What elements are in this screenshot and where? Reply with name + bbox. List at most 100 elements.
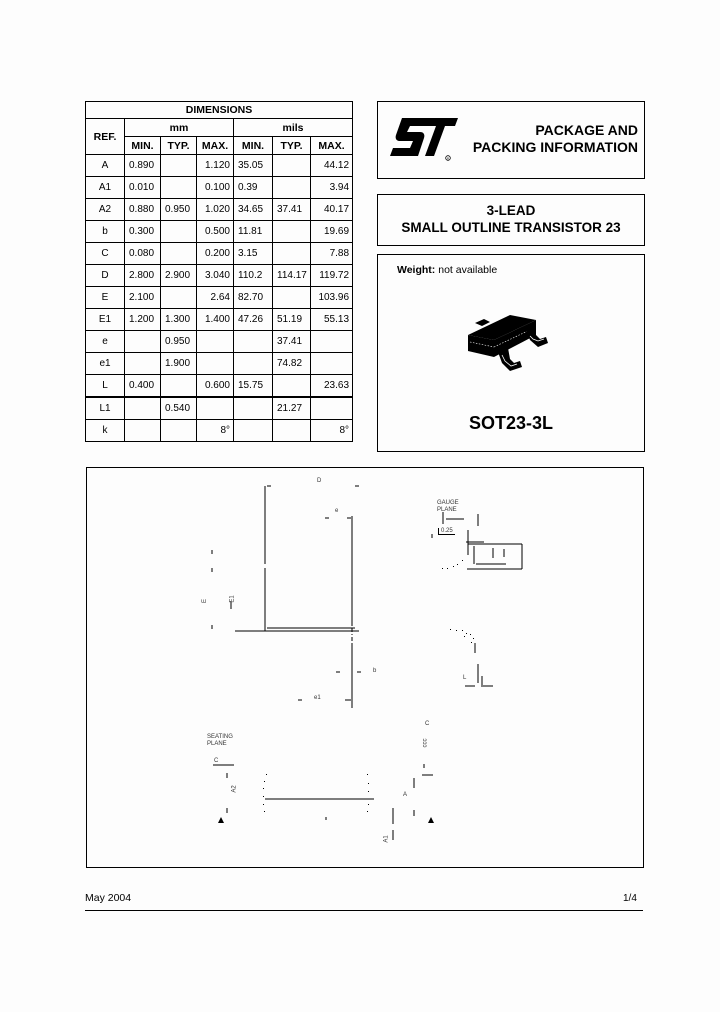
- value-cell-mm-max: 1.120: [196, 154, 234, 177]
- value-cell-mm-min: 0.010: [124, 176, 161, 199]
- value-cell-mm-typ: 1.300: [160, 308, 197, 331]
- page-number: 1/4: [623, 893, 637, 904]
- value-cell-mm-min: 0.890: [124, 154, 161, 177]
- package-subtitle: 3-LEAD SMALL OUTLINE TRANSISTOR 23: [378, 202, 644, 236]
- ref-cell: k: [85, 419, 125, 442]
- ref-cell: E1: [85, 308, 125, 331]
- value-cell-mm-typ: [160, 419, 197, 442]
- label-ccc: ccc: [422, 738, 429, 748]
- value-cell-mils-max: 7.88: [309, 242, 354, 265]
- value-cell-mils-max: 3.94: [309, 176, 354, 199]
- value-cell-mils-max: 44.12: [309, 154, 354, 177]
- label-C: C: [214, 758, 219, 764]
- subtitle-box: 3-LEAD SMALL OUTLINE TRANSISTOR 23: [377, 194, 645, 246]
- value-cell-mm-typ: [160, 242, 197, 265]
- ref-cell: L1: [85, 396, 125, 420]
- seating-plane-line-2: PLANE: [207, 741, 227, 747]
- value-cell-mils-max: 55.13: [309, 308, 354, 331]
- label-e1: e1: [314, 695, 321, 701]
- value-cell-mils-typ: 74.82: [272, 352, 311, 375]
- value-cell-mm-max: [196, 330, 234, 353]
- value-cell-mm-max: [196, 352, 234, 375]
- mechanical-drawing: D e E E1 b e1 GAUGE PLANE 0.25 L SEATING…: [86, 467, 644, 868]
- weight-info: Weight: not available: [397, 264, 497, 276]
- weight-label: Weight:: [397, 264, 436, 276]
- value-cell-mm-max: [196, 396, 234, 420]
- value-cell-mm-typ: 1.900: [160, 352, 197, 375]
- label-E: E: [202, 598, 209, 604]
- label-seating-plane: SEATING PLANE: [207, 734, 233, 748]
- value-cell-mils-typ: [272, 154, 311, 177]
- value-cell-mils-min: [233, 396, 273, 420]
- value-cell-mils-min: 82.70: [233, 286, 273, 309]
- value-cell-mm-max: 0.200: [196, 242, 234, 265]
- value-cell-mils-max: 23.63: [309, 374, 354, 398]
- col-header-mils-max: MAX.: [309, 136, 354, 155]
- ref-cell: A2: [85, 198, 125, 221]
- ref-cell: b: [85, 220, 125, 243]
- value-cell-mm-max: 1.400: [196, 308, 234, 331]
- outline-drawing-icon: [211, 485, 523, 840]
- document-title: PACKAGE AND PACKING INFORMATION: [473, 122, 638, 156]
- subtitle-line-1: 3-LEAD: [486, 203, 536, 218]
- value-cell-mils-typ: 21.27: [272, 396, 311, 420]
- value-cell-mm-max: 2.64: [196, 286, 234, 309]
- footer-date: May 2004: [85, 892, 132, 904]
- title-box: R PACKAGE AND PACKING INFORMATION: [377, 101, 645, 179]
- ref-cell: C: [85, 242, 125, 265]
- title-line-2: PACKING INFORMATION: [472, 139, 638, 155]
- value-cell-mm-min: [124, 419, 161, 442]
- value-cell-mm-max: 0.100: [196, 176, 234, 199]
- value-cell-mm-max: 3.040: [196, 264, 234, 287]
- label-E1: E1: [229, 595, 236, 603]
- value-cell-mils-typ: 37.41: [272, 330, 311, 353]
- value-cell-mils-min: 11.81: [233, 220, 273, 243]
- value-cell-mm-typ: [160, 176, 197, 199]
- sot23-package-icon: [464, 303, 554, 383]
- value-cell-mils-typ: [272, 242, 311, 265]
- value-cell-mils-typ: [272, 220, 311, 243]
- seating-plane-line-1: SEATING: [207, 734, 233, 740]
- value-cell-mm-min: 1.200: [124, 308, 161, 331]
- label-A: A: [403, 792, 408, 798]
- value-cell-mm-typ: [160, 220, 197, 243]
- col-header-mm-max: MAX.: [196, 136, 234, 155]
- value-cell-mils-min: [233, 330, 273, 353]
- dimensions-table: DIMENSIONS REF. mm mils MIN. TYP. MAX. M…: [84, 101, 354, 442]
- value-cell-mm-min: 0.080: [124, 242, 161, 265]
- label-b: b: [373, 668, 377, 674]
- value-cell-mils-min: 3.15: [233, 242, 273, 265]
- value-cell-mils-min: 47.26: [233, 308, 273, 331]
- svg-text:R: R: [447, 156, 450, 160]
- mils-group-header: mils: [232, 118, 354, 137]
- package-name: SOT23-3L: [468, 413, 554, 433]
- value-cell-mm-min: 0.880: [124, 198, 161, 221]
- col-header-mm-min: MIN.: [124, 136, 161, 155]
- value-cell-mm-typ: [160, 154, 197, 177]
- value-cell-mm-max: 0.500: [196, 220, 234, 243]
- value-cell-mils-max: [309, 352, 354, 375]
- value-cell-mils-max: 8°: [309, 419, 354, 442]
- label-gauge-plane: GAUGE PLANE: [437, 500, 459, 514]
- value-cell-mils-min: 34.65: [233, 198, 273, 221]
- value-cell-mils-min: 35.05: [233, 154, 273, 177]
- ref-cell: A: [85, 154, 125, 177]
- label-gauge-value: 0.25: [438, 528, 455, 535]
- value-cell-mm-min: 2.100: [124, 286, 161, 309]
- value-cell-mils-min: [233, 419, 273, 442]
- col-header-mils-typ: TYP.: [272, 136, 311, 155]
- ref-cell: A1: [85, 176, 125, 199]
- value-cell-mils-typ: [272, 176, 311, 199]
- value-cell-mm-typ: 0.950: [160, 330, 197, 353]
- ref-header: REF.: [85, 118, 125, 155]
